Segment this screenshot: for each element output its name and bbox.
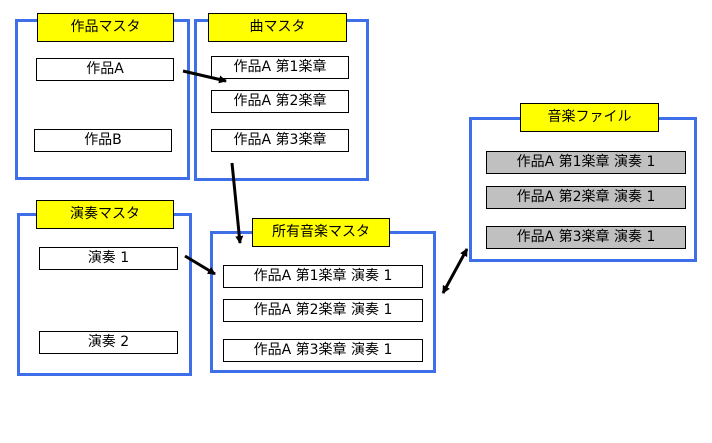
song-master-item-2: 作品A 第2楽章	[211, 90, 349, 113]
works-master-title: 作品マスタ	[37, 13, 174, 42]
owned-music-master-title: 所有音楽マスタ	[252, 218, 390, 247]
owned-music-master-item-2: 作品A 第2楽章 演奏 1	[223, 299, 423, 322]
owned-music-master-item-1: 作品A 第1楽章 演奏 1	[223, 265, 423, 288]
works-master-item-b: 作品B	[34, 129, 172, 152]
performance-master-item-1: 演奏 1	[39, 247, 178, 270]
arrow-owned-file-bidirectional	[441, 248, 469, 294]
arrow-work-to-song	[182, 69, 227, 84]
song-master-title: 曲マスタ	[208, 13, 347, 42]
performance-master-item-2: 演奏 2	[39, 331, 178, 354]
works-master-item-a: 作品A	[36, 58, 174, 81]
arrow-song-to-owned	[230, 162, 244, 244]
song-master-item-1: 作品A 第1楽章	[211, 56, 349, 79]
music-file-item-3: 作品A 第3楽章 演奏 1	[486, 226, 686, 249]
music-file-item-2: 作品A 第2楽章 演奏 1	[486, 186, 686, 209]
performance-master-title: 演奏マスタ	[36, 200, 174, 229]
arrow-performance-to-owned	[184, 254, 216, 276]
song-master-item-3: 作品A 第3楽章	[211, 129, 349, 152]
owned-music-master-item-3: 作品A 第3楽章 演奏 1	[223, 339, 423, 362]
music-file-title: 音楽ファイル	[520, 103, 659, 132]
music-file-item-1: 作品A 第1楽章 演奏 1	[486, 151, 686, 174]
